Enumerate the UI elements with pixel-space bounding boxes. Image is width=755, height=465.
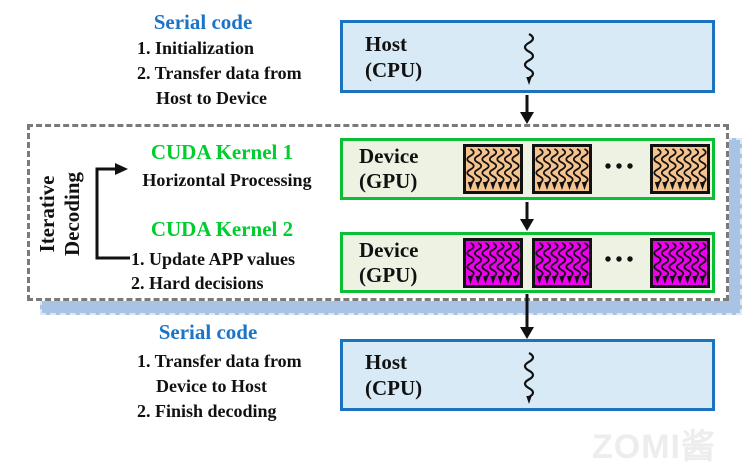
serial-step-transfer-back: 1. Transfer data from bbox=[137, 351, 302, 371]
host-top-label: Host (CPU) bbox=[343, 31, 422, 83]
host-top-label-line1: Host bbox=[365, 31, 407, 56]
kernel1-description: Horizontal Processing bbox=[142, 170, 312, 190]
watermark-text: ZOMI酱 bbox=[592, 428, 716, 465]
serial-step-finish: 2. Finish decoding bbox=[137, 401, 277, 421]
serial-step-transfer: 2. Transfer data from bbox=[137, 63, 302, 83]
cuda-kernel2-title: CUDA Kernel 2 bbox=[150, 217, 294, 241]
threads-icon bbox=[535, 148, 589, 190]
device-gpu-box-kernel1: Device (GPU) ••• bbox=[340, 138, 715, 200]
cuda-kernel1-title: CUDA Kernel 1 bbox=[150, 140, 294, 164]
ellipsis-dots: ••• bbox=[604, 155, 638, 178]
device2-label-line2: (GPU) bbox=[359, 262, 418, 287]
kernel2-step-hard-decisions: 2. Hard decisions bbox=[131, 273, 264, 293]
flow-arrow-kernel1-to-kernel2-icon bbox=[520, 202, 534, 231]
iteration-loop-arrow-icon bbox=[95, 163, 130, 260]
threads-icon bbox=[535, 241, 589, 284]
host-bottom-label-line1: Host bbox=[365, 350, 407, 374]
flow-arrow-device-to-host-icon bbox=[520, 294, 534, 339]
host-cpu-box-top: Host (CPU) bbox=[340, 20, 715, 93]
thread-block bbox=[463, 237, 523, 288]
device1-label-line1: Device bbox=[359, 144, 419, 168]
serial-thread-squiggle-icon bbox=[523, 33, 535, 85]
serial-step-transfer-back-continuation: Device to Host bbox=[156, 376, 267, 396]
device2-label-line1: Device bbox=[359, 237, 419, 262]
thread-block bbox=[650, 237, 710, 288]
device1-label: Device (GPU) bbox=[359, 144, 463, 194]
bottom-serial-code-title: Serial code bbox=[158, 320, 258, 344]
device1-label-line2: (GPU) bbox=[359, 169, 418, 193]
thread-block bbox=[532, 237, 592, 288]
iterative-decoding-label: Iterative Decoding bbox=[35, 172, 85, 256]
top-serial-code-steps: 1. Initialization 2. Transfer data from … bbox=[137, 36, 302, 111]
thread-block bbox=[532, 144, 592, 194]
serial-thread-squiggle-icon bbox=[523, 352, 535, 404]
threads-icon bbox=[653, 148, 707, 190]
threads-icon bbox=[466, 148, 520, 190]
device2-label: Device (GPU) bbox=[359, 238, 463, 288]
kernel2-step-update: 1. Update APP values bbox=[131, 249, 296, 269]
threads-icon bbox=[653, 241, 707, 284]
bottom-serial-code-steps: 1. Transfer data from Device to Host 2. … bbox=[137, 349, 302, 424]
serial-step-transfer-continuation: Host to Device bbox=[156, 88, 267, 108]
ellipsis-dots: ••• bbox=[604, 249, 638, 271]
flow-arrow-host-to-device-icon bbox=[520, 95, 534, 124]
host-bottom-label: Host (CPU) bbox=[343, 349, 422, 401]
host-top-label-line2: (CPU) bbox=[365, 57, 423, 82]
thread-block bbox=[463, 144, 523, 194]
serial-step-initialization: 1. Initialization bbox=[137, 38, 255, 58]
host-bottom-label-line2: (CPU) bbox=[365, 376, 423, 400]
top-serial-code-title: Serial code bbox=[153, 10, 253, 34]
iterative-label-line1: Iterative bbox=[35, 175, 59, 253]
host-cpu-box-bottom: Host (CPU) bbox=[340, 339, 715, 411]
thread-blocks-kernel1: ••• bbox=[463, 144, 710, 194]
kernel2-steps: 1. Update APP values 2. Hard decisions bbox=[131, 247, 295, 295]
thread-blocks-kernel2: ••• bbox=[463, 237, 710, 288]
device-gpu-box-kernel2: Device (GPU) ••• bbox=[340, 232, 715, 293]
thread-block bbox=[650, 144, 710, 194]
iterative-label-line2: Decoding bbox=[60, 172, 84, 256]
threads-icon bbox=[466, 241, 520, 284]
